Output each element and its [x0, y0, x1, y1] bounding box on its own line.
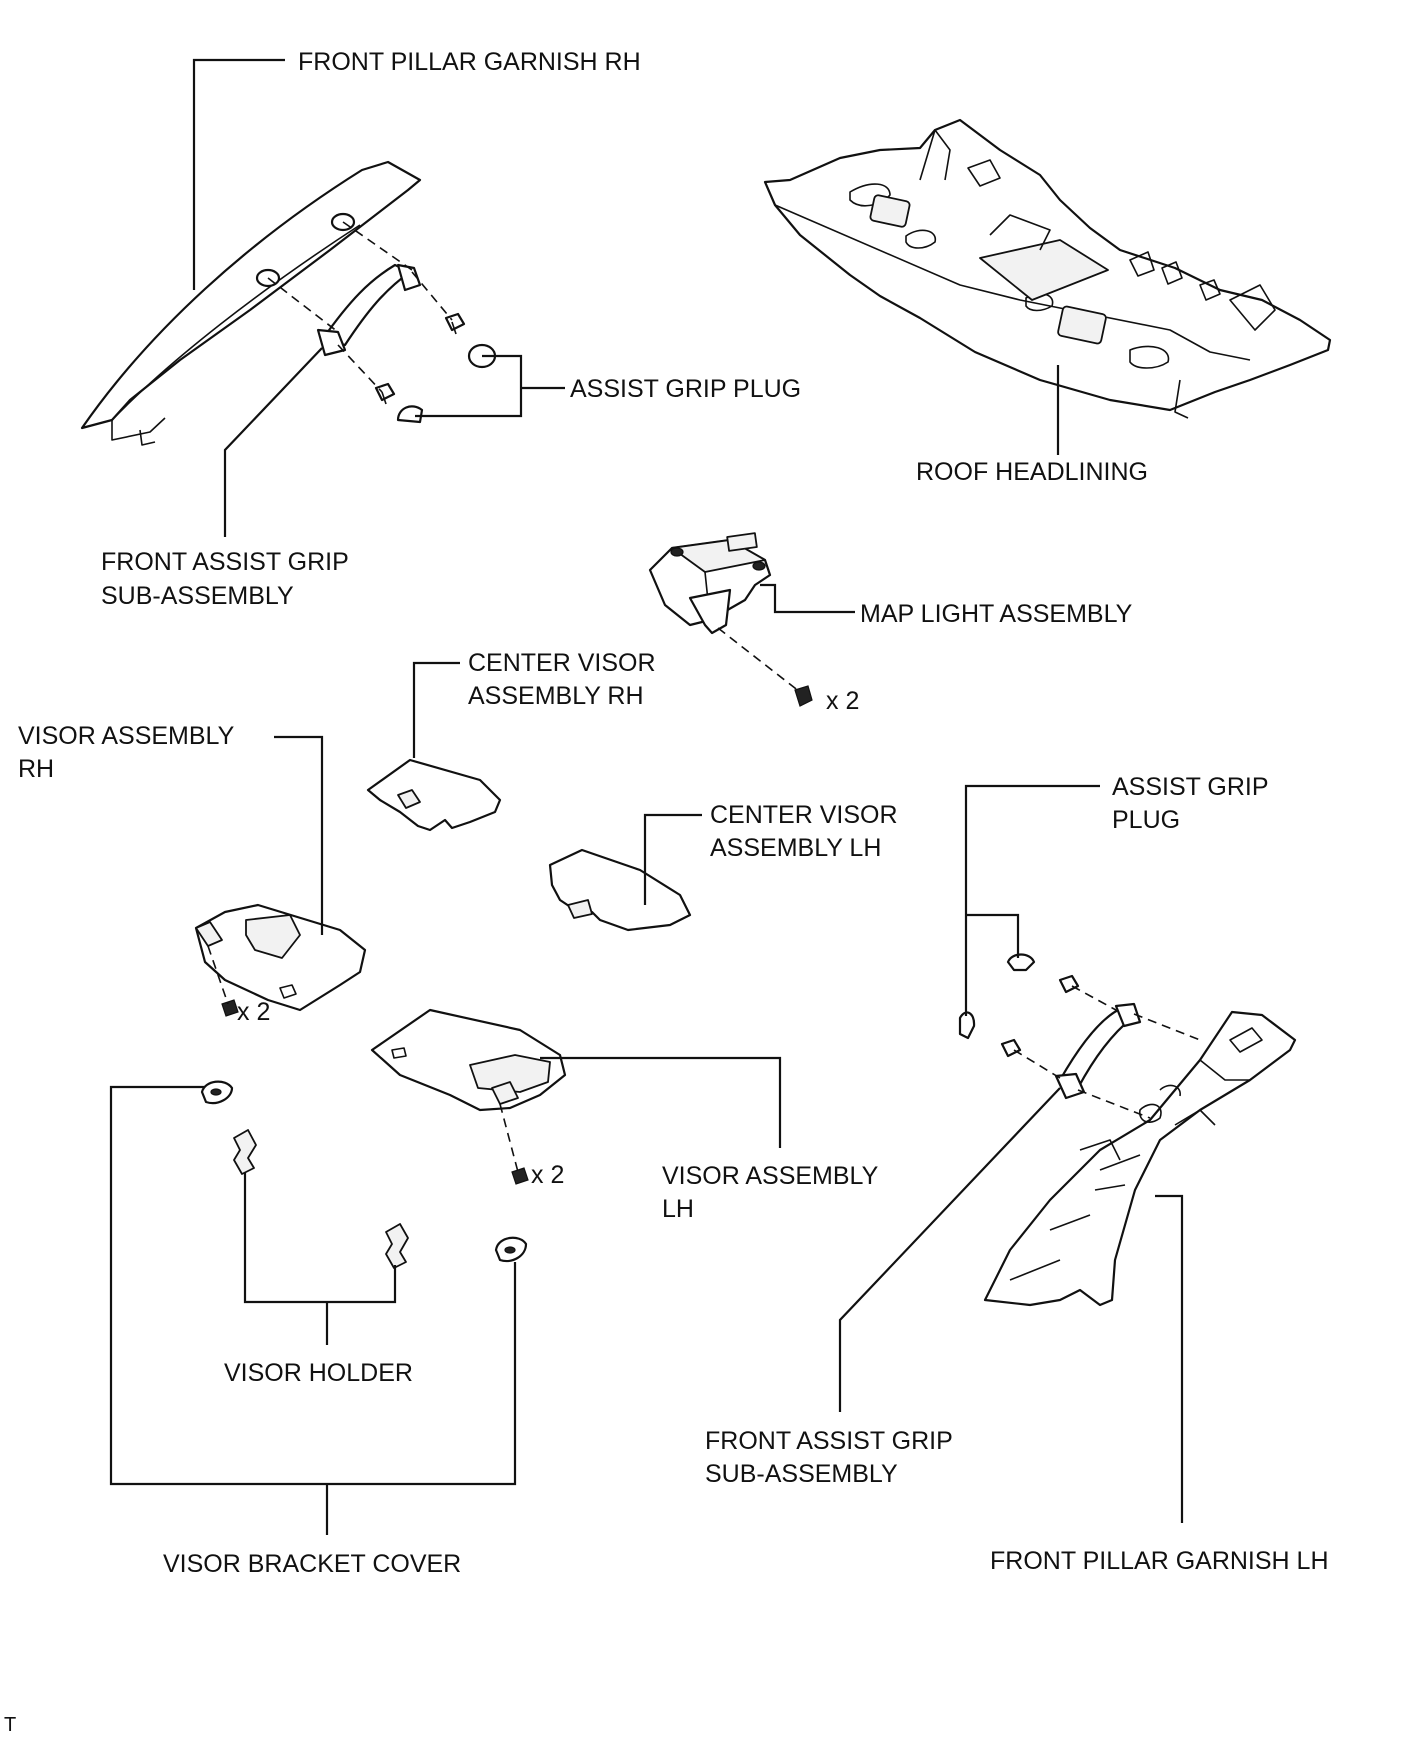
label-front-pillar-garnish-lh: FRONT PILLAR GARNISH LH [990, 1547, 1329, 1575]
label-front-assist-grip-lh-line1: FRONT ASSIST GRIP [705, 1427, 953, 1455]
visor-bracket-covers [200, 1080, 528, 1263]
label-visor-lh-line1: VISOR ASSEMBLY [662, 1162, 879, 1190]
visor-holders [233, 1129, 409, 1269]
assist-grip-bolts-rh [374, 312, 466, 405]
assist-grip-bolts-lh [1000, 974, 1080, 1058]
label-visor-rh-qty: x 2 [237, 998, 270, 1026]
label-visor-lh-qty: x 2 [531, 1161, 564, 1189]
label-assist-grip-plug-top: ASSIST GRIP PLUG [570, 375, 801, 403]
label-center-visor-rh-line2: ASSEMBLY RH [468, 682, 644, 710]
label-roof-headlining: ROOF HEADLINING [916, 458, 1148, 486]
label-center-visor-lh-line1: CENTER VISOR [710, 801, 898, 829]
label-assist-grip-plug-right-line2: PLUG [1112, 806, 1180, 834]
label-visor-holder: VISOR HOLDER [224, 1359, 413, 1387]
visor-assembly-rh [194, 903, 367, 1017]
label-visor-lh-line2: LH [662, 1195, 694, 1223]
label-assist-grip-plug-right-line1: ASSIST GRIP [1112, 773, 1269, 801]
assist-grip-plugs-lh [958, 953, 1036, 1040]
label-visor-bracket-cover: VISOR BRACKET COVER [163, 1550, 461, 1578]
label-front-assist-grip-rh-line1: FRONT ASSIST GRIP [101, 548, 349, 576]
front-assist-grip-rh [316, 263, 422, 357]
label-map-light-assembly: MAP LIGHT ASSEMBLY [860, 600, 1133, 628]
label-visor-rh-line2: RH [18, 755, 54, 783]
label-visor-rh-line1: VISOR ASSEMBLY [18, 722, 235, 750]
front-assist-grip-lh [1054, 1002, 1142, 1100]
label-map-light-qty: x 2 [826, 687, 859, 715]
label-center-visor-rh-line1: CENTER VISOR [468, 649, 656, 677]
map-light-assembly [648, 532, 813, 707]
assist-grip-plugs-rh [396, 343, 497, 424]
label-front-pillar-garnish-rh: FRONT PILLAR GARNISH RH [298, 48, 641, 76]
front-pillar-garnish-lh [983, 1010, 1297, 1307]
visor-assembly-lh [370, 1008, 567, 1185]
label-front-assist-grip-lh-line2: SUB-ASSEMBLY [705, 1460, 898, 1488]
center-visor-lh [548, 848, 692, 932]
center-visor-rh [366, 758, 502, 832]
label-center-visor-lh-line2: ASSEMBLY LH [710, 834, 881, 862]
corner-mark: T [4, 1714, 16, 1734]
label-front-assist-grip-rh-line2: SUB-ASSEMBLY [101, 582, 294, 610]
roof-headlining [763, 118, 1332, 419]
